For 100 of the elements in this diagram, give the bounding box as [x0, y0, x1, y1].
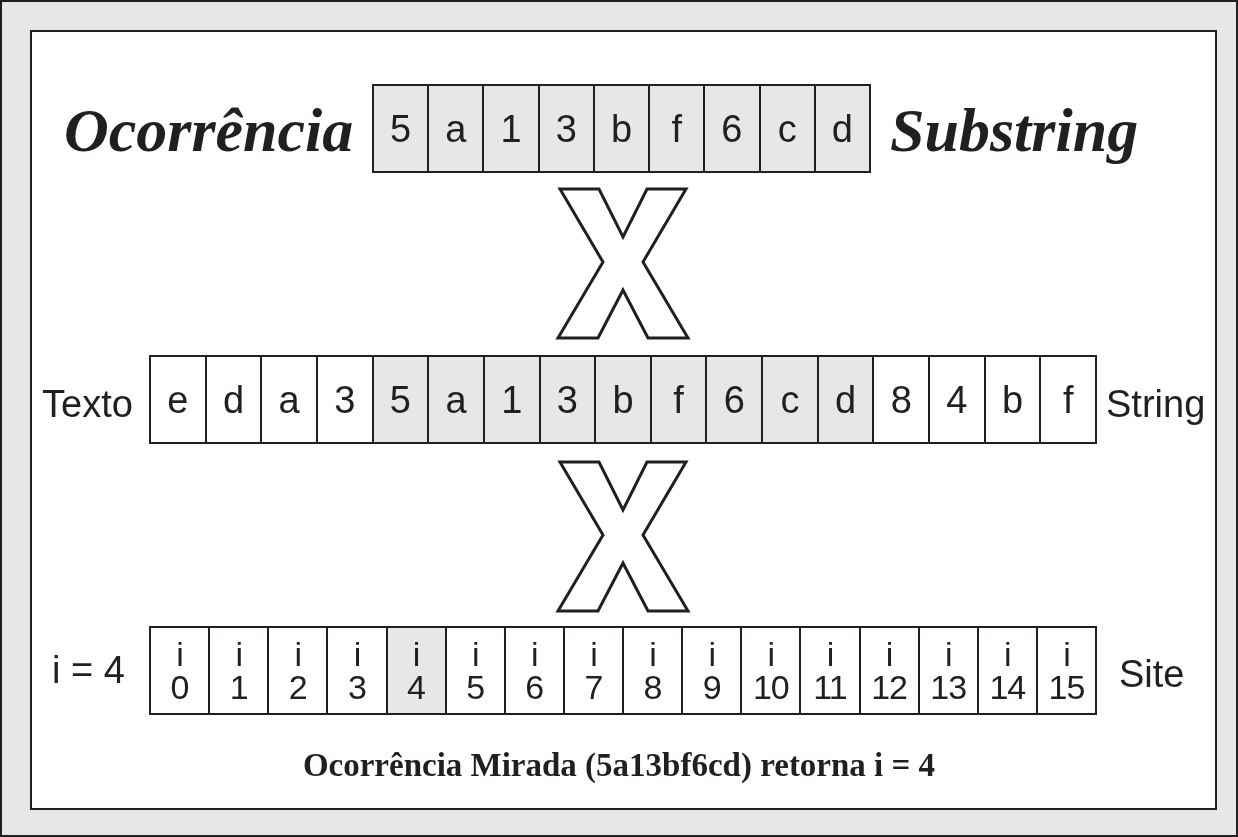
cell-text: i — [294, 638, 302, 671]
cell-text: 5 — [390, 109, 412, 148]
array-cell — [1039, 355, 1097, 444]
cell-text: 3 — [555, 109, 577, 148]
cell-text: i — [885, 638, 893, 671]
cell-text: 1 — [501, 380, 523, 419]
array-cell — [204, 355, 263, 444]
row-label: i = 4 — [52, 648, 125, 692]
cell-text: 8 — [643, 670, 662, 703]
array-cell — [482, 84, 540, 173]
array-cell — [872, 355, 931, 444]
array-cell — [740, 626, 802, 715]
cell-text: d — [831, 109, 853, 148]
cell-text: a — [278, 380, 300, 419]
row-label: Site — [1119, 652, 1185, 696]
cell-text: d — [222, 380, 245, 419]
cell-text: i — [1063, 638, 1070, 671]
cell-text: i — [235, 638, 242, 671]
array-cell — [149, 626, 211, 715]
cell-text: a — [445, 380, 467, 419]
cell-text: b — [610, 109, 633, 148]
cell-text: 5 — [466, 670, 485, 703]
cell-text: 1 — [229, 670, 248, 703]
array-cell — [503, 626, 565, 715]
cell-text: a — [445, 109, 467, 148]
array-cell — [592, 84, 651, 173]
array-cell — [444, 626, 506, 715]
cell-text: 8 — [890, 380, 912, 419]
array-cell — [813, 84, 871, 173]
array-cell — [758, 84, 816, 173]
cell-text: 12 — [871, 670, 907, 703]
cell-text: 0 — [170, 670, 189, 703]
cell-text: i — [767, 638, 775, 671]
cell-text: 6 — [525, 670, 544, 703]
cell-text: c — [777, 109, 797, 148]
array-cell — [703, 84, 761, 173]
cell-text: 2 — [288, 670, 307, 703]
array-cell — [761, 355, 819, 444]
array-cell — [427, 355, 485, 444]
array-cell — [267, 626, 329, 715]
cell-text: 11 — [813, 670, 847, 703]
cell-text: 5 — [389, 380, 411, 419]
array-cell — [562, 626, 624, 715]
cell-text: 7 — [584, 670, 603, 703]
cell-text: i — [649, 638, 656, 671]
cell-text: 15 — [1048, 670, 1085, 703]
array-cell — [1035, 626, 1097, 715]
cell-text: i — [353, 638, 361, 671]
cell-text: 9 — [702, 670, 721, 703]
array-cell — [976, 626, 1038, 715]
cell-text: b — [1001, 380, 1024, 419]
cell-text: i — [826, 638, 834, 671]
cell-text: e — [167, 380, 189, 419]
cell-text: i — [590, 638, 597, 671]
cell-text: 4 — [407, 670, 425, 703]
array-cell — [149, 355, 207, 444]
array-cell — [649, 355, 708, 444]
cell-text: 13 — [930, 670, 967, 703]
cell-text: 6 — [723, 380, 745, 419]
cell-text: f — [671, 109, 682, 148]
cell-text: f — [1062, 380, 1074, 419]
cell-text: 4 — [946, 380, 968, 419]
array-cell — [427, 84, 485, 173]
array-cell — [983, 355, 1042, 444]
cell-text: 3 — [556, 380, 578, 419]
heading-label: Substring — [890, 94, 1139, 166]
array-cell — [799, 626, 861, 715]
array-cell — [622, 626, 684, 715]
array-cell — [594, 355, 652, 444]
array-cell — [315, 355, 374, 444]
cell-text: 3 — [347, 670, 366, 703]
caption: Ocorrência Mirada (5a13bf6cd) retorna i = 4 — [302, 747, 936, 783]
array-cell — [326, 626, 388, 715]
array-cell — [385, 626, 447, 715]
cell-text: i — [471, 638, 479, 671]
cell-text: d — [835, 380, 857, 419]
cell-text: i — [412, 638, 420, 671]
cell-text: f — [673, 380, 684, 419]
array-cell — [372, 84, 430, 173]
array-cell — [371, 355, 430, 444]
cell-text: 3 — [334, 380, 356, 419]
array-cell — [648, 84, 706, 173]
cell-text: i — [531, 638, 538, 671]
array-cell — [537, 84, 595, 173]
array-cell — [928, 355, 986, 444]
cell-text: b — [612, 380, 634, 419]
cell-text: 1 — [500, 109, 522, 148]
row-label: Texto — [42, 382, 133, 426]
array-cell — [482, 355, 541, 444]
cell-text: i — [176, 638, 183, 671]
array-cell — [705, 355, 764, 444]
cell-text: i — [708, 638, 715, 671]
array-cell — [681, 626, 743, 715]
array-cell — [816, 355, 875, 444]
cell-text: c — [780, 380, 800, 419]
cell-text: 6 — [721, 109, 743, 148]
heading-label: Ocorrência — [64, 94, 354, 166]
array-cell — [917, 626, 979, 715]
cell-text: 14 — [989, 670, 1026, 703]
row-label: String — [1106, 382, 1206, 426]
